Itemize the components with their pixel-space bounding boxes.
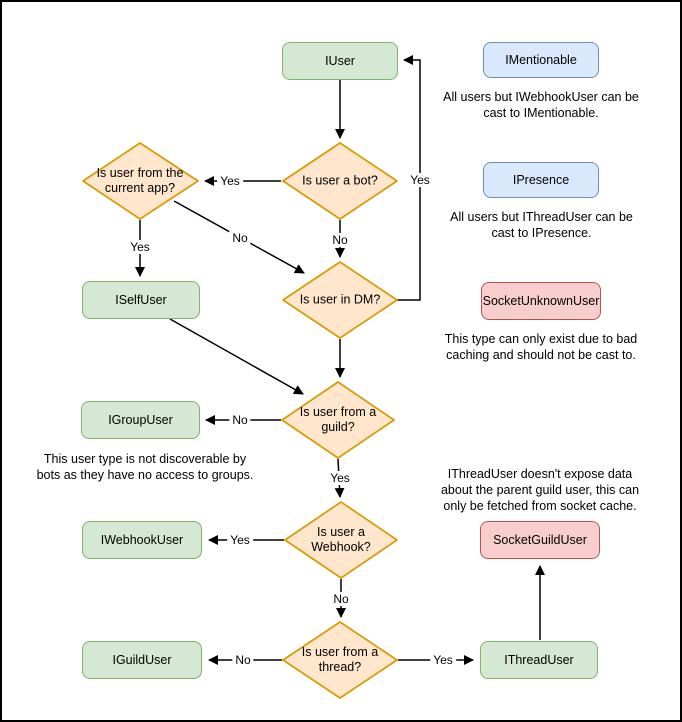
edge-label-fromguild-no: No [229,413,251,427]
decision-from-thread-shape [282,621,398,699]
note-ithreaduser: IThreadUser doesn't expose data about th… [440,467,640,513]
node-imentionable: IMentionable [483,42,599,78]
note-socketunknownuser: This type can only exist due to bad cach… [444,332,638,362]
decision-is-webhook-label: Is user a Webhook? [311,525,371,554]
decision-in-dm-shape [282,261,398,339]
node-iguilduser: IGuildUser [82,641,202,679]
decision-from-guild-label: Is user from a guild? [299,405,377,434]
node-socketguilduser: SocketGuildUser [480,521,600,559]
edge-label-fromthread-yes: Yes [430,653,456,667]
node-socketunknownuser: SocketUnknownUser [481,282,601,320]
node-iwebhookuser: IWebhookUser [82,521,202,559]
edge-label-indm-yes: Yes [407,173,433,187]
node-ithreaduser: IThreadUser [480,641,598,679]
edge-label-isbot-no: No [329,233,351,247]
decision-is-bot-label: Is user a bot? [302,173,378,188]
edge-label-fromguild-yes: Yes [327,471,353,485]
node-iselfuser: ISelfUser [82,281,200,319]
edge-label-isbot-yes: Yes [217,174,243,188]
note-igroupuser: This user type is not discoverable by bo… [36,452,254,482]
decision-from-current-app-shape [82,142,199,220]
edge-label-currentapp-no: No [229,231,251,245]
decision-from-guild-shape [281,381,395,459]
edge-iselfuser-to-fromguild [169,318,304,395]
edge-label-iswebhook-no: No [330,592,352,606]
decision-in-dm-label: Is user in DM? [299,292,381,307]
edge-label-currentapp-yes: Yes [127,240,153,254]
node-ipresence: IPresence [483,162,599,198]
decision-from-current-app-label: Is user from the current app? [96,166,184,195]
node-igroupuser: IGroupUser [81,401,200,439]
node-iuser: IUser [282,42,398,80]
decision-is-webhook-shape [284,501,398,579]
decision-is-bot-shape [282,142,398,220]
note-imentionable: All users but IWebhookUser can be cast t… [443,90,639,120]
note-ipresence: All users but IThreadUser can be cast to… [450,210,633,240]
edge-label-iswebhook-yes: Yes [227,533,253,547]
edge-label-fromthread-no: No [232,653,254,667]
decision-from-thread-label: Is user from a thread? [301,645,379,674]
